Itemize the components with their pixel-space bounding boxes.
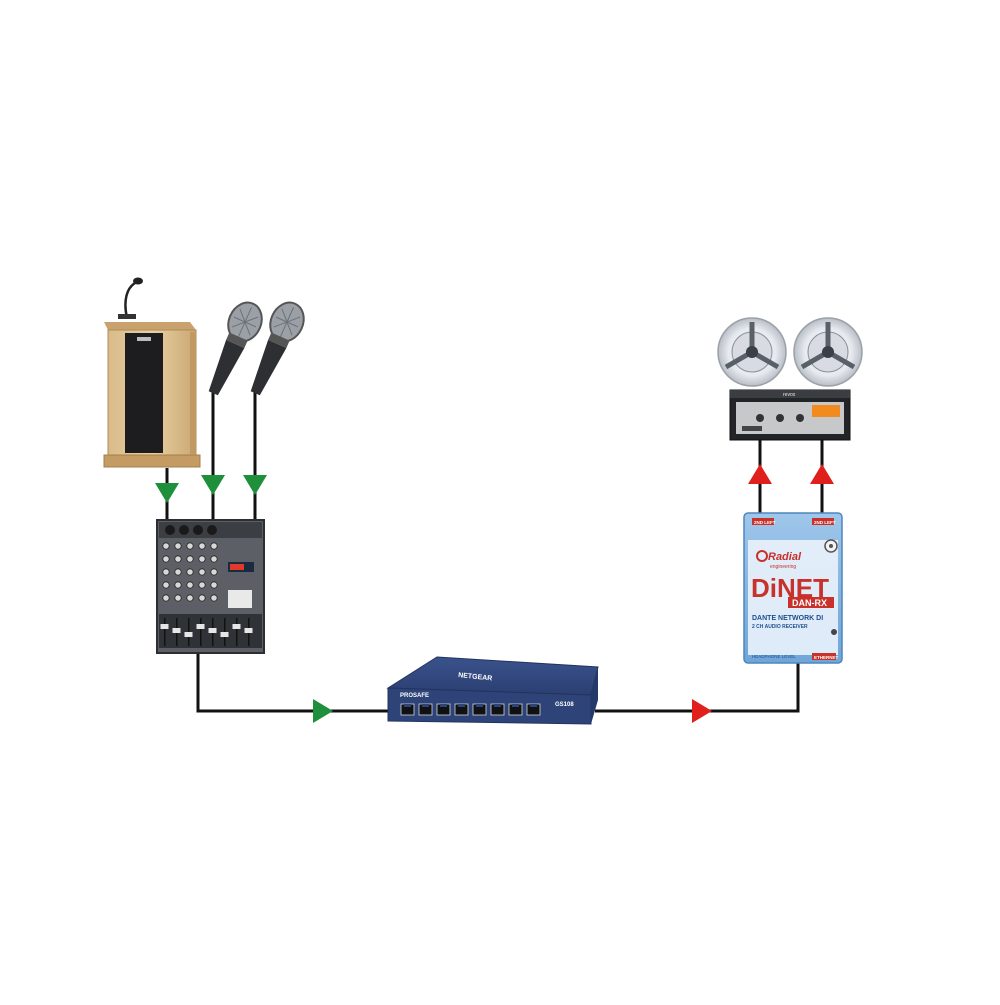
fader-cap <box>196 624 205 629</box>
receiver-desc2: 2 CH AUDIO RECEIVER <box>752 624 808 630</box>
network-switch: NETGEAR PROSAFE GS108 <box>386 656 599 725</box>
wire-switch-to-receiver <box>595 663 800 713</box>
knob-icon <box>162 568 170 576</box>
receiver-level-label: HEADPHONE LEVEL <box>752 654 796 659</box>
tape-brand: revox <box>783 392 796 398</box>
knob-icon <box>210 594 218 602</box>
arrow-down-green <box>155 483 179 503</box>
receiver-desc1: DANTE NETWORK DI <box>752 615 823 622</box>
switch-model: GS108 <box>555 702 574 708</box>
fader-cap <box>172 628 181 633</box>
port-clip <box>476 704 483 707</box>
arrow-up-red <box>748 464 772 484</box>
switch-ports <box>400 703 541 716</box>
knob-icon <box>198 594 206 602</box>
knob-icon <box>186 581 194 589</box>
fader-cap <box>184 632 193 637</box>
port-clip <box>458 704 465 707</box>
mixer-knobs <box>162 542 218 602</box>
podium <box>103 277 201 468</box>
mixer-input-jacks <box>165 525 217 535</box>
receiver-brand: Radial <box>768 551 802 563</box>
fader-track <box>236 618 238 646</box>
knob-icon <box>162 594 170 602</box>
knob-icon <box>174 594 182 602</box>
mixer-faders <box>160 618 253 646</box>
port-clip <box>494 704 501 707</box>
arrow-down-green <box>201 475 225 495</box>
port-clip <box>512 704 519 707</box>
fader-cap <box>160 624 169 629</box>
receiver-status-label: ETHERNET <box>814 655 839 660</box>
reel-left-icon <box>717 317 787 387</box>
knob-icon <box>186 542 194 550</box>
knob-icon <box>210 568 218 576</box>
gooseneck-mic-icon <box>124 281 136 319</box>
fader-cap <box>208 628 217 633</box>
knob-icon <box>186 594 194 602</box>
microphone-2 <box>250 301 305 396</box>
knob-icon <box>210 581 218 589</box>
knob-icon <box>174 542 182 550</box>
receiver-out-left: 2ND LEFT <box>754 520 776 525</box>
switch-brand: NETGEAR <box>458 672 493 683</box>
fader-cap <box>220 632 229 637</box>
fader-cap <box>232 624 241 629</box>
knob-icon <box>174 568 182 576</box>
knob-icon <box>210 555 218 563</box>
reel-to-reel-recorder: revox <box>717 317 863 441</box>
knob-icon <box>162 581 170 589</box>
arrow-right-green <box>313 699 333 723</box>
knob-icon <box>174 555 182 563</box>
receiver-out-right: 2ND LEFT <box>814 520 836 525</box>
port-clip <box>404 704 411 707</box>
knob-icon <box>198 542 206 550</box>
knob-icon <box>186 568 194 576</box>
knob-icon <box>162 555 170 563</box>
arrow-up-red <box>810 464 834 484</box>
port-clip <box>422 704 429 707</box>
wire-mixer-to-switch <box>196 652 390 713</box>
mixer <box>156 519 265 654</box>
arrow-right-red <box>692 699 712 723</box>
port-clip <box>530 704 537 707</box>
fader-track <box>164 618 166 646</box>
port-clip <box>440 704 447 707</box>
receiver-brand-sub: engineering <box>770 564 796 570</box>
switch-line: PROSAFE <box>400 693 429 699</box>
reel-right-icon <box>793 317 863 387</box>
knob-icon <box>210 542 218 550</box>
fader-track <box>200 618 202 646</box>
microphone-1 <box>208 301 263 396</box>
radial-logo-icon <box>756 550 768 562</box>
knob-icon <box>198 581 206 589</box>
fader-cap <box>244 628 253 633</box>
knob-icon <box>162 542 170 550</box>
knob-icon <box>198 555 206 563</box>
knob-icon <box>174 581 182 589</box>
arrows <box>155 464 834 723</box>
arrow-down-green <box>243 475 267 495</box>
dante-receiver: 2ND LEFT 2ND LEFT Radial engineering DiN… <box>743 512 843 664</box>
knob-icon <box>198 568 206 576</box>
knob-icon <box>186 555 194 563</box>
receiver-model: DAN-RX <box>792 598 827 608</box>
